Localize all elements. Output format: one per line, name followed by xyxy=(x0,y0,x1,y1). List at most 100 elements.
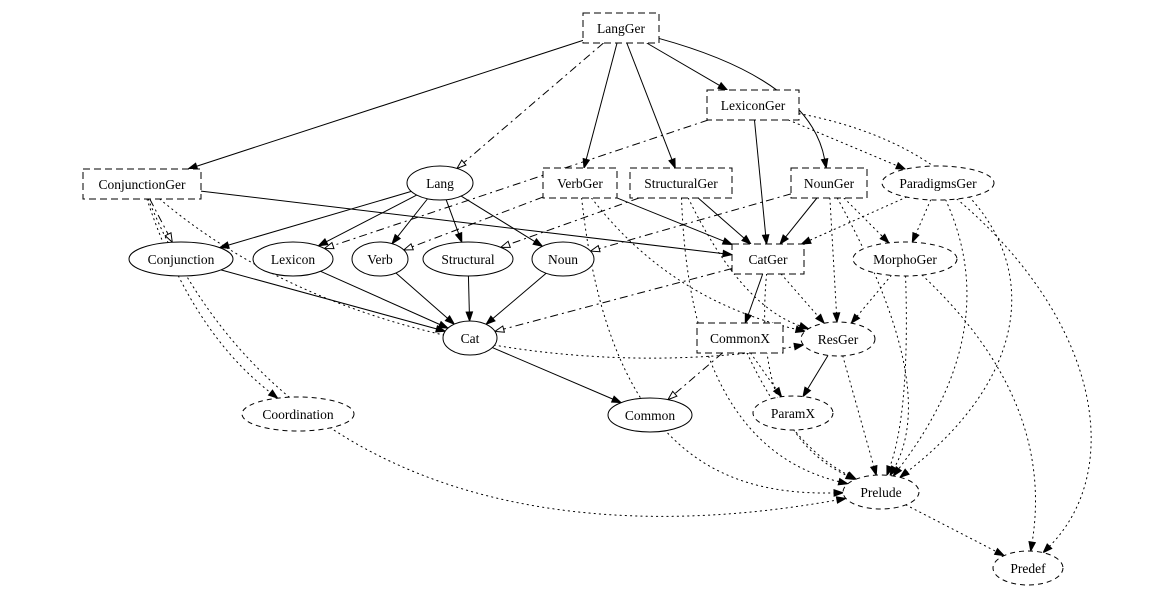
arrowhead xyxy=(317,238,329,247)
arrowhead xyxy=(589,244,601,253)
edge-LangGer-NounGer xyxy=(658,37,829,170)
node-label: CommonX xyxy=(710,331,770,346)
edge-Noun-Cat xyxy=(484,272,547,326)
node-ConjunctionGer: ConjunctionGer xyxy=(82,168,202,200)
edge-MorphoGer-Predef xyxy=(921,274,1037,553)
node-CatGer: CatGer xyxy=(731,243,805,275)
edge-LexiconGer-CatGer xyxy=(753,119,770,246)
arrowhead xyxy=(186,162,199,170)
edge-ConjunctionGer-ResGer xyxy=(159,198,805,359)
arrowhead xyxy=(815,313,826,325)
arrowhead xyxy=(837,477,850,486)
arrowhead xyxy=(761,234,770,246)
edge-StructuralGer-CatGer xyxy=(697,197,752,245)
node-MorphoGer: MorphoGer xyxy=(852,241,958,277)
arrowhead xyxy=(454,231,463,244)
arrowhead xyxy=(666,390,678,401)
arrowhead xyxy=(164,232,173,244)
arrowhead xyxy=(391,233,402,245)
edge-NounGer-MorphoGer xyxy=(843,197,890,244)
node-Prelude: Prelude xyxy=(842,474,920,510)
edge-Lang-Lexicon xyxy=(317,194,417,247)
arrowhead xyxy=(833,489,845,497)
edge-ConjunctionGer-Conjunction xyxy=(149,198,173,244)
arrowhead xyxy=(835,496,848,504)
edge-VerbGer-Prelude xyxy=(581,197,845,497)
edge-NounGer-Noun xyxy=(589,193,792,253)
node-ParadigmsGer: ParadigmsGer xyxy=(881,165,995,201)
arrowhead xyxy=(886,464,894,477)
node-label: Prelude xyxy=(860,485,901,500)
edge-Structural-Cat xyxy=(465,275,474,323)
edge-ConjunctionGer-Prelude xyxy=(147,198,848,517)
edge-StructuralGer-ResGer xyxy=(687,197,810,330)
node-label: ResGer xyxy=(818,332,859,347)
edge-ConjunctionGer-CatGer xyxy=(200,190,734,258)
node-Common: Common xyxy=(607,397,693,433)
arrowhead xyxy=(844,471,857,481)
arrowhead xyxy=(832,312,841,324)
node-Lexicon: Lexicon xyxy=(252,241,334,277)
arrowhead xyxy=(323,241,335,250)
node-CommonX: CommonX xyxy=(696,322,784,354)
arrowhead xyxy=(722,249,734,258)
node-label: Coordination xyxy=(262,407,333,422)
arrowhead xyxy=(993,547,1006,557)
edge-ConjunctionGer-Coordination xyxy=(146,198,279,400)
node-label: MorphoGer xyxy=(873,252,937,267)
node-label: Structural xyxy=(441,252,494,267)
node-Coordination: Coordination xyxy=(241,396,355,432)
arrowhead xyxy=(493,325,506,333)
arrowhead xyxy=(499,240,511,248)
node-LexiconGer: LexiconGer xyxy=(706,89,800,121)
arrowhead xyxy=(1042,543,1053,554)
node-ResGer: ResGer xyxy=(800,321,876,357)
edge-Lang-Verb xyxy=(391,198,428,245)
arrowhead xyxy=(820,157,829,170)
edge-LangGer-LexiconGer xyxy=(646,42,729,91)
edge-LangGer-Lang xyxy=(455,42,604,170)
edge-CatGer-Prelude xyxy=(764,273,857,481)
arrowhead xyxy=(668,157,676,170)
edge-MorphoGer-ResGer xyxy=(850,274,892,325)
node-label: LangGer xyxy=(597,21,645,36)
edge-LexiconGer-Prelude xyxy=(798,113,1013,479)
arrowhead xyxy=(717,81,729,91)
edge-VerbGer-CatGer xyxy=(616,197,734,246)
node-label: VerbGer xyxy=(557,176,603,191)
node-NounGer: NounGer xyxy=(790,167,868,199)
arrowhead xyxy=(779,234,790,246)
edge-CatGer-CommonX xyxy=(744,273,764,325)
edge-StructuralGer-Prelude xyxy=(681,197,850,486)
edge-ParadigmsGer-Predef xyxy=(956,198,1092,554)
node-label: Predef xyxy=(1010,561,1046,576)
arrowhead xyxy=(879,233,890,244)
arrowhead xyxy=(802,386,812,398)
arrowhead xyxy=(465,311,474,323)
edge-Lexicon-Cat xyxy=(320,270,450,329)
node-label: ConjunctionGer xyxy=(99,177,186,192)
arrowhead xyxy=(610,395,623,404)
edge-ParadigmsGer-CatGer xyxy=(800,196,908,245)
arrowhead xyxy=(532,237,544,248)
edge-LangGer-VerbGer xyxy=(582,42,618,170)
node-Conjunction: Conjunction xyxy=(128,241,234,277)
node-label: ParadigmsGer xyxy=(899,176,977,191)
edge-Lang-Noun xyxy=(460,195,544,248)
node-label: Noun xyxy=(548,252,578,267)
arrowhead xyxy=(772,386,783,398)
edge-CommonX-Common xyxy=(666,352,723,401)
node-Structural: Structural xyxy=(422,241,514,277)
node-label: NounGer xyxy=(804,176,855,191)
arrowhead xyxy=(850,313,861,325)
arrowhead xyxy=(1028,541,1037,553)
node-label: LexiconGer xyxy=(721,98,786,113)
edge-LexiconGer-Lexicon xyxy=(323,119,709,250)
arrowhead xyxy=(484,315,496,326)
node-label: Conjunction xyxy=(148,252,215,267)
node-label: Verb xyxy=(367,252,393,267)
edge-MorphoGer-Prelude xyxy=(886,275,907,477)
edge-LangGer-StructuralGer xyxy=(626,42,676,170)
node-label: Lexicon xyxy=(271,252,315,267)
